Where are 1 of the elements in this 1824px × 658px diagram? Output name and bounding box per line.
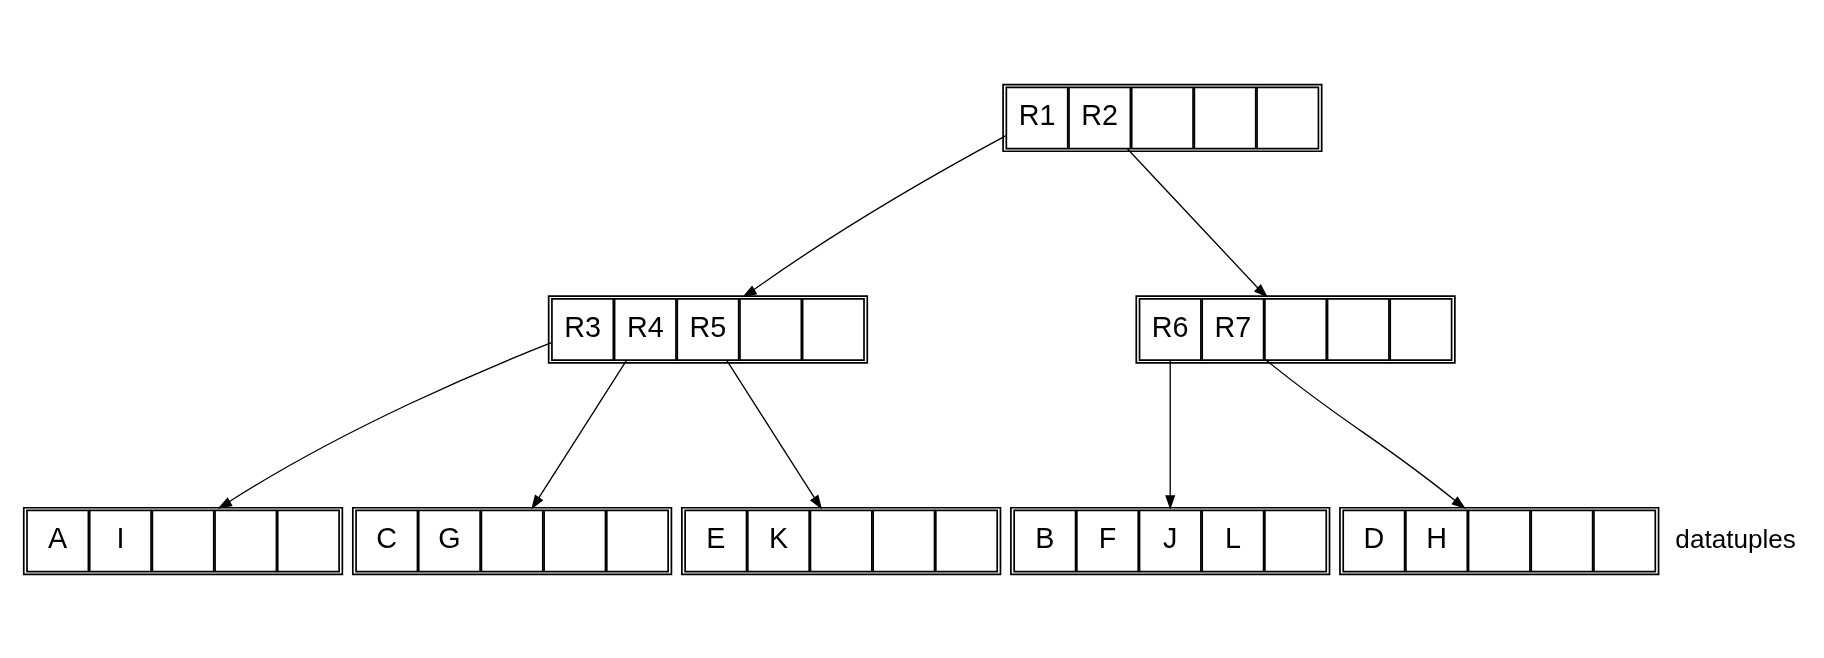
label: datatuples <box>1675 523 1796 554</box>
